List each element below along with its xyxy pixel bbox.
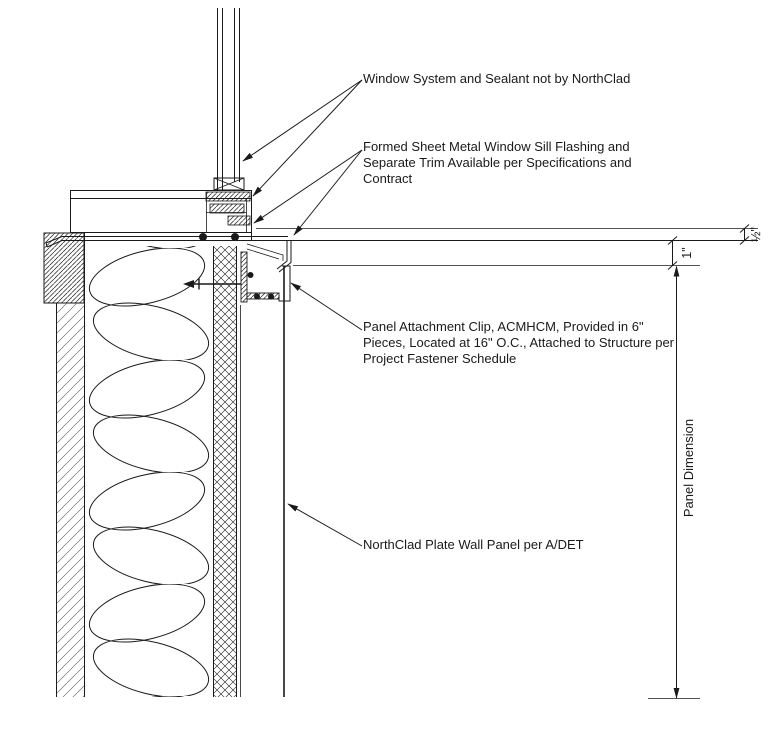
annotation-wall-panel: NorthClad Plate Wall Panel per A/DET — [363, 537, 584, 553]
leader-lines — [242, 79, 363, 547]
annotation-text-line: Formed Sheet Metal Window Sill Flashing … — [363, 139, 630, 154]
leader-window-system-a — [242, 79, 363, 162]
clip-fastener-dot — [254, 293, 260, 300]
wall-assembly — [43, 232, 241, 697]
leader-window-system-b — [252, 79, 363, 197]
window-mullion-section — [213, 8, 245, 191]
annotation-text-line: Window System and Sealant not by NorthCl… — [363, 71, 631, 86]
fastener-arrow — [183, 280, 194, 288]
dimension-half-inch: ½" — [739, 224, 763, 245]
leader-sill-flashing-a — [293, 149, 363, 236]
annotation-text-line: Pieces, Located at 16" O.C., Attached to… — [363, 335, 675, 350]
leader-wall-panel — [287, 503, 363, 547]
dim-label-panel-dimension: Panel Dimension — [681, 419, 696, 517]
annotation-sill-flashing: Formed Sheet Metal Window Sill Flashing … — [363, 139, 632, 187]
leader-panel-clip — [290, 282, 363, 331]
structure-fastener — [183, 278, 241, 290]
clip-fastener-dot — [268, 293, 274, 300]
leader-sill-flashing-b — [253, 149, 363, 224]
clip-fastener-dot — [247, 272, 254, 278]
annotation-panel-clip: Panel Attachment Clip, ACMHCM, Provided … — [363, 319, 674, 367]
annotation-text-line: Separate Trim Available per Specificatio… — [363, 155, 632, 170]
dimension-panel: Panel Dimension — [673, 265, 696, 699]
dimension-one-inch: 1" — [667, 236, 694, 270]
batt-insulation — [85, 246, 213, 697]
annotation-text-line: Panel Attachment Clip, ACMHCM, Provided … — [363, 319, 644, 334]
dim-label-half-inch: ½" — [749, 227, 763, 242]
panel-attachment-clip — [240, 243, 291, 303]
annotation-text-line: Project Fastener Schedule — [363, 351, 517, 366]
window-sill-assembly — [70, 190, 252, 241]
annotation-window-system: Window System and Sealant not by NorthCl… — [363, 71, 630, 87]
wood-blocking — [43, 232, 85, 304]
dimension-lines: ½" 1" Panel Dimension — [256, 224, 763, 699]
annotation-text-line: Contract — [363, 171, 413, 186]
exterior-sheathing-crosshatch — [213, 246, 237, 697]
dim-label-one-inch: 1" — [680, 247, 694, 258]
annotation-text-line: NorthClad Plate Wall Panel per A/DET — [363, 537, 584, 552]
inner-sheathing — [57, 303, 84, 697]
